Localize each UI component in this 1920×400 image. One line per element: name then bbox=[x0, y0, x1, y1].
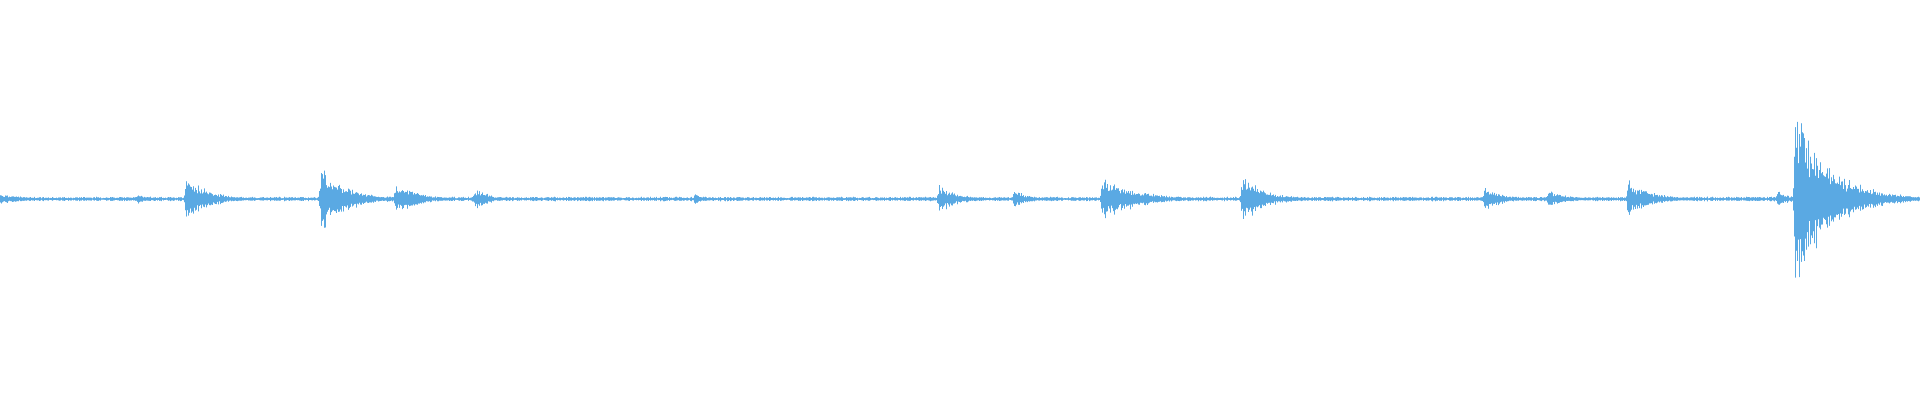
waveform-trace bbox=[0, 121, 1920, 278]
waveform-samples bbox=[0, 121, 1920, 278]
